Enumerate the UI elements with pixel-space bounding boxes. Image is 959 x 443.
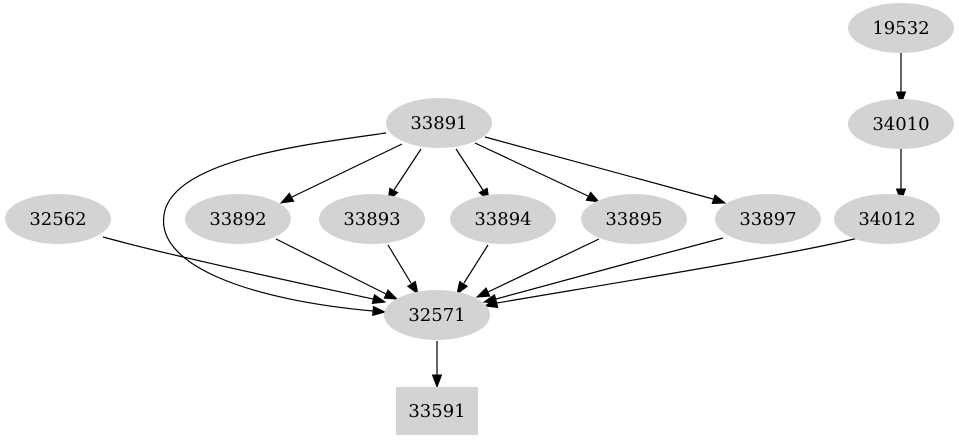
node-32571[interactable]: 32571 bbox=[384, 290, 490, 340]
edge-33897-to-32571 bbox=[482, 237, 724, 305]
arrowhead-icon bbox=[431, 374, 443, 389]
node-label: 19532 bbox=[872, 18, 929, 39]
edge-32562-to-32571 bbox=[102, 236, 387, 305]
edge-line bbox=[463, 244, 489, 284]
edge-32571-to-33591 bbox=[431, 341, 443, 389]
edge-33891-to-33894 bbox=[455, 148, 490, 203]
edge-line bbox=[393, 148, 422, 191]
node-label: 33895 bbox=[605, 209, 662, 230]
edge-line bbox=[495, 237, 724, 300]
node-label: 32571 bbox=[408, 305, 465, 326]
arrowhead-icon bbox=[456, 280, 469, 296]
edge-line bbox=[387, 244, 412, 284]
node-label: 33893 bbox=[343, 209, 400, 230]
arrowhead-icon bbox=[482, 293, 498, 305]
arrowhead-icon bbox=[372, 305, 387, 317]
node-19532[interactable]: 19532 bbox=[848, 3, 954, 53]
node-ellipse bbox=[848, 99, 954, 149]
edge-line bbox=[162, 132, 387, 312]
edge-line bbox=[474, 142, 589, 197]
edge-line bbox=[496, 237, 859, 304]
edge-19532-to-34010 bbox=[895, 53, 907, 106]
node-ellipse bbox=[450, 194, 556, 244]
edge-33893-to-32571 bbox=[387, 244, 419, 296]
node-34010[interactable]: 34010 bbox=[848, 99, 954, 149]
edge-33894-to-32571 bbox=[456, 244, 489, 296]
node-label: 33591 bbox=[408, 401, 465, 422]
node-box bbox=[396, 387, 478, 435]
node-label: 33891 bbox=[410, 113, 467, 134]
edge-line bbox=[291, 143, 403, 198]
edge-34010-to-34012 bbox=[895, 149, 907, 203]
node-ellipse bbox=[384, 290, 490, 340]
node-33891[interactable]: 33891 bbox=[386, 98, 492, 148]
edge-line bbox=[484, 136, 714, 200]
edge-34012-to-32571 bbox=[483, 237, 859, 309]
arrowhead-icon bbox=[383, 289, 399, 300]
node-33892[interactable]: 33892 bbox=[185, 194, 291, 244]
edge-line bbox=[275, 238, 387, 295]
node-33893[interactable]: 33893 bbox=[319, 194, 425, 244]
edge-33891-to-33892 bbox=[279, 143, 403, 204]
node-33897[interactable]: 33897 bbox=[715, 194, 821, 244]
nodes-layer: 19532 34010 34012 33891 32562 33892 33893 33894… bbox=[5, 3, 954, 435]
edge-line bbox=[102, 236, 374, 300]
arrowhead-icon bbox=[711, 194, 727, 205]
edge-33892-to-32571 bbox=[275, 238, 399, 300]
edge-33895-to-32571 bbox=[475, 238, 600, 298]
arrowhead-icon bbox=[371, 293, 387, 305]
node-34012[interactable]: 34012 bbox=[834, 194, 940, 244]
edge-33891-to-33895 bbox=[474, 142, 601, 203]
arrowhead-icon bbox=[585, 191, 601, 203]
node-label: 34010 bbox=[872, 114, 929, 135]
node-ellipse bbox=[834, 194, 940, 244]
node-label: 33894 bbox=[474, 209, 531, 230]
node-ellipse bbox=[581, 194, 687, 244]
edge-33891-to-32571 bbox=[162, 132, 387, 317]
node-label: 33897 bbox=[739, 209, 796, 230]
node-ellipse bbox=[848, 3, 954, 53]
node-ellipse bbox=[319, 194, 425, 244]
node-ellipse bbox=[715, 194, 821, 244]
node-label: 32562 bbox=[29, 209, 86, 230]
arrowhead-icon bbox=[406, 280, 419, 296]
node-32562[interactable]: 32562 bbox=[5, 194, 111, 244]
node-label: 33892 bbox=[209, 209, 266, 230]
node-33895[interactable]: 33895 bbox=[581, 194, 687, 244]
edge-33891-to-33897 bbox=[484, 136, 727, 205]
arrowhead-icon bbox=[895, 91, 907, 106]
edge-line bbox=[455, 148, 484, 191]
arrowhead-icon bbox=[279, 192, 295, 204]
node-33894[interactable]: 33894 bbox=[450, 194, 556, 244]
node-33591[interactable]: 33591 bbox=[396, 387, 478, 435]
edges-layer bbox=[102, 53, 907, 389]
node-label: 34012 bbox=[858, 209, 915, 230]
edge-line bbox=[487, 238, 600, 293]
node-ellipse bbox=[386, 98, 492, 148]
edge-33891-to-33893 bbox=[387, 148, 422, 203]
node-ellipse bbox=[185, 194, 291, 244]
node-ellipse bbox=[5, 194, 111, 244]
arrowhead-icon bbox=[475, 287, 491, 298]
